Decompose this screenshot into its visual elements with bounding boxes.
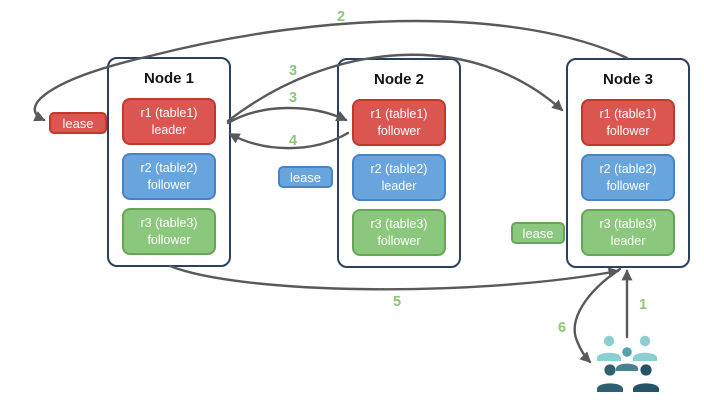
arrow-label-5: 5 bbox=[392, 294, 402, 310]
replica-label-line1: r2 (table2) bbox=[599, 162, 657, 177]
node-1-replica-r2: r2 (table2) follower bbox=[122, 153, 216, 200]
clients-users-icon bbox=[597, 335, 659, 392]
arrow-label-3b: 3 bbox=[288, 90, 298, 106]
node-3-replica-r1: r1 (table1) follower bbox=[581, 99, 675, 146]
replica-label-line2: leader bbox=[610, 233, 646, 248]
replica-label-line2: follower bbox=[606, 123, 650, 138]
arrow-6-node3-to-clients bbox=[573, 267, 622, 364]
node-3-replica-r2: r2 (table2) follower bbox=[581, 154, 675, 201]
lease-badge-blue: lease bbox=[278, 166, 333, 188]
lease-badge-red: lease bbox=[49, 112, 107, 134]
replica-label-line2: follower bbox=[377, 233, 421, 248]
arrow-label-6: 6 bbox=[557, 320, 567, 336]
node-3: Node 3 r1 (table1) follower r2 (table2) … bbox=[566, 58, 690, 268]
replica-label-line1: r3 (table3) bbox=[370, 217, 428, 232]
replica-label-line1: r1 (table1) bbox=[599, 107, 657, 122]
node-1-replica-r1: r1 (table1) leader bbox=[122, 98, 216, 145]
node-3-replica-r3: r3 (table3) leader bbox=[581, 209, 675, 256]
user-front-left-icon bbox=[597, 364, 623, 392]
user-middle-icon bbox=[616, 347, 638, 371]
arrow-label-2: 2 bbox=[336, 9, 346, 25]
node-1-title: Node 1 bbox=[143, 70, 194, 87]
user-back-right-icon bbox=[633, 335, 657, 361]
replica-label-line1: r1 (table1) bbox=[140, 106, 198, 121]
replica-label-line2: leader bbox=[151, 122, 187, 137]
user-back-left-icon bbox=[597, 335, 621, 361]
arrow-3-node1-to-node2 bbox=[226, 106, 348, 125]
replica-label-line1: r3 (table3) bbox=[140, 216, 198, 231]
replica-label-line2: follower bbox=[147, 232, 191, 247]
replica-label-line1: r2 (table2) bbox=[370, 162, 428, 177]
arrow-label-1: 1 bbox=[638, 297, 648, 313]
replica-label-line1: r3 (table3) bbox=[599, 217, 657, 232]
user-front-right-icon bbox=[633, 364, 659, 392]
replica-label-line1: r1 (table1) bbox=[370, 107, 428, 122]
replica-label-line2: follower bbox=[606, 178, 650, 193]
arrow-label-4: 4 bbox=[288, 133, 298, 149]
node-1-replica-r3: r3 (table3) follower bbox=[122, 208, 216, 255]
node-1: Node 1 r1 (table1) leader r2 (table2) fo… bbox=[107, 57, 231, 267]
node-2: Node 2 r1 (table1) follower r2 (table2) … bbox=[337, 58, 461, 268]
replica-label-line2: follower bbox=[377, 123, 421, 138]
replica-label-line2: follower bbox=[147, 177, 191, 192]
replica-label-line1: r2 (table2) bbox=[140, 161, 198, 176]
replica-label-line2: leader bbox=[381, 178, 417, 193]
lease-badge-green: lease bbox=[511, 222, 565, 244]
node-2-replica-r3: r3 (table3) follower bbox=[352, 209, 446, 256]
node-2-title: Node 2 bbox=[373, 71, 424, 88]
arrow-label-3a: 3 bbox=[288, 63, 298, 79]
arrow-5-node1-to-node3 bbox=[168, 264, 620, 291]
node-2-replica-r1: r1 (table1) follower bbox=[352, 99, 446, 146]
node-3-title: Node 3 bbox=[602, 71, 653, 88]
node-2-replica-r2: r2 (table2) leader bbox=[352, 154, 446, 201]
